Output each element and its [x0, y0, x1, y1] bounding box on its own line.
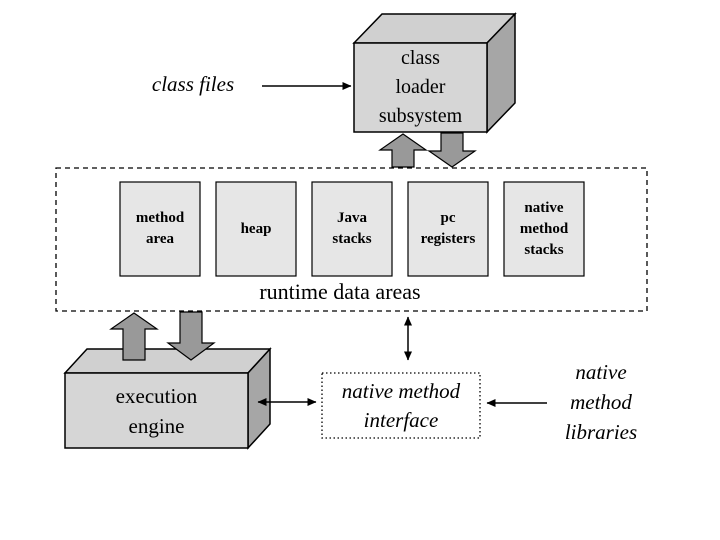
pc-registers-box [407, 181, 489, 277]
java-stacks-box [311, 181, 393, 277]
loader-to-runtime-block-arrow-down-icon [427, 132, 477, 168]
native-method-stacks-box [503, 181, 585, 277]
engine-to-runtime-block-arrow-up-icon [109, 312, 159, 361]
execution-engine-box [63, 347, 272, 450]
runtime-to-engine-block-arrow-down-icon [166, 311, 216, 361]
runtime-data-areas-container [55, 167, 648, 312]
native-method-interface-box [321, 372, 481, 439]
method-area-box [119, 181, 201, 277]
execution-engine-box-front-face [64, 372, 249, 449]
class-loader-box-front-face [353, 42, 488, 133]
execution-engine-box-top-face [63, 348, 272, 374]
heap-box [215, 181, 297, 277]
runtime-to-loader-block-arrow-up-icon [378, 133, 428, 168]
class-loader-box [352, 12, 517, 134]
